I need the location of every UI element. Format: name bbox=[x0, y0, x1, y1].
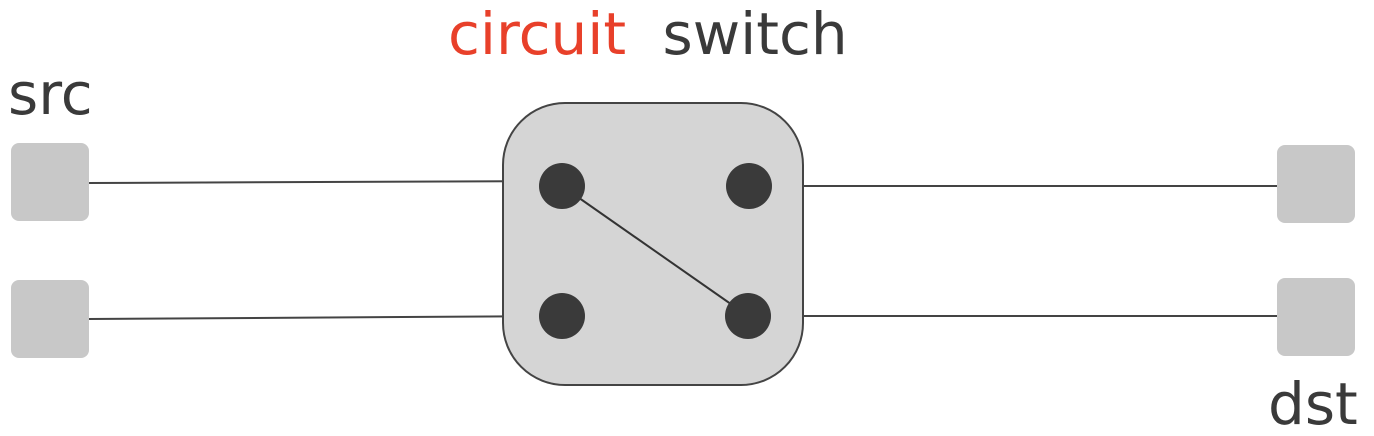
switch-port-top-left bbox=[539, 163, 585, 209]
src-label: src bbox=[8, 60, 93, 128]
switch-port-top-right bbox=[726, 163, 772, 209]
src-endpoint-bottom bbox=[11, 280, 89, 358]
wire-src-bottom bbox=[87, 315, 563, 320]
switch-body bbox=[502, 102, 804, 386]
src-endpoint-top bbox=[11, 143, 89, 221]
title-word-circuit: circuit bbox=[448, 0, 626, 68]
title-word-switch: switch bbox=[663, 0, 848, 68]
switch-port-bottom-right bbox=[725, 293, 771, 339]
switch-internal-connection bbox=[561, 185, 749, 317]
diagram-title: circuit switch bbox=[448, 0, 848, 68]
dst-label: dst bbox=[1268, 370, 1358, 436]
dst-endpoint-bottom bbox=[1277, 278, 1355, 356]
wire-src-top bbox=[87, 180, 563, 184]
switch-port-bottom-left bbox=[539, 293, 585, 339]
dst-endpoint-top bbox=[1277, 145, 1355, 223]
